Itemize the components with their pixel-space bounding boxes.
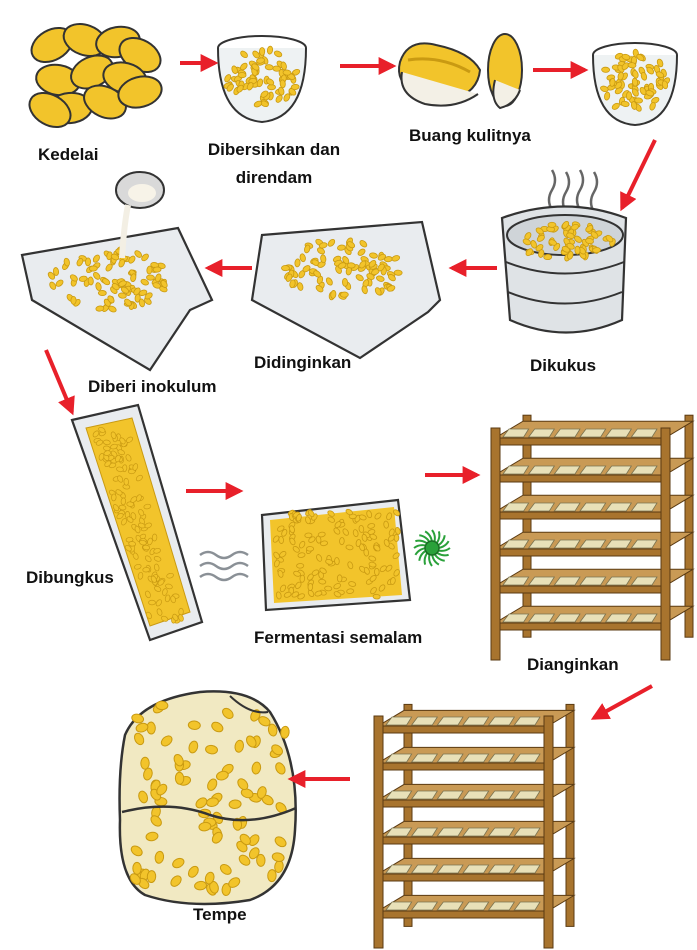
soybeans-illustration xyxy=(23,18,166,134)
inoculum-cloth-illustration xyxy=(22,172,212,370)
steamer-illustration xyxy=(502,170,626,333)
label-dibersihkan-line2: direndam xyxy=(204,168,344,188)
arrow-7 xyxy=(46,350,72,412)
storage-rack-illustration xyxy=(374,704,574,948)
label-kedelai: Kedelai xyxy=(38,145,98,165)
peeled-bean-illustration xyxy=(399,34,522,108)
mold-icon xyxy=(414,530,450,566)
label-buang-kulit: Buang kulitnya xyxy=(409,126,531,146)
label-dibungkus: Dibungkus xyxy=(26,568,114,588)
arrow-10 xyxy=(594,686,652,718)
label-didinginkan: Didinginkan xyxy=(254,353,351,373)
tempe-block-illustration xyxy=(120,691,296,904)
label-tempe: Tempe xyxy=(193,905,247,925)
wrapped-tempe-illustration xyxy=(72,405,202,640)
label-dikukus: Dikukus xyxy=(530,356,596,376)
peeled-beans-bowl-illustration xyxy=(593,43,677,125)
drying-rack-illustration xyxy=(491,415,693,660)
label-diberi-inokulum: Diberi inokulum xyxy=(88,377,216,397)
label-dianginkan: Dianginkan xyxy=(527,655,619,675)
arrow-4 xyxy=(622,140,655,208)
cooling-cloth-illustration xyxy=(252,222,440,358)
soaking-bowl-illustration xyxy=(218,36,306,122)
fermentation-illustration xyxy=(200,500,450,610)
label-dibersihkan-line1: Dibersihkan dan xyxy=(204,140,344,160)
label-dibersihkan: Dibersihkan dan direndam xyxy=(204,140,344,188)
label-fermentasi: Fermentasi semalam xyxy=(254,628,422,648)
